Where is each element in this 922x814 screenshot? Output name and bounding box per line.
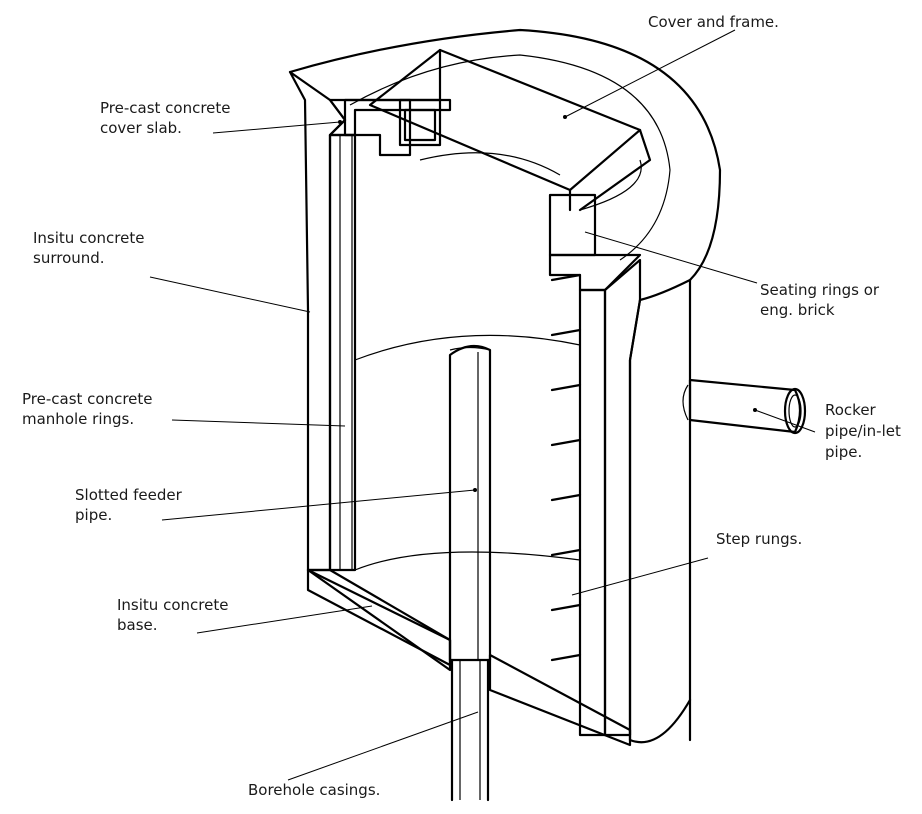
surround-left-wall (288, 70, 347, 572)
borehole-casings (450, 658, 490, 802)
label-surround-2: surround. (33, 249, 105, 267)
label-rings-2: manhole rings. (22, 410, 134, 428)
rocker-pipe (682, 378, 807, 435)
surround-right-wall (603, 258, 642, 737)
leader-dots (338, 115, 757, 492)
cover-slab (328, 98, 452, 137)
label-base-1: Insitu concrete (117, 596, 228, 614)
label-rings-1: Pre-cast concrete (22, 390, 153, 408)
label-casings: Borehole casings. (248, 781, 380, 799)
leader-lines (149, 29, 816, 781)
label-rungs: Step rungs. (716, 530, 802, 548)
ring-right-wall (578, 288, 607, 737)
label-rocker-1: Rocker (825, 401, 877, 419)
slotted-feeder-pipe (448, 344, 492, 662)
label-feeder-2: pipe. (75, 506, 112, 524)
label-seating-1: Seating rings or (760, 281, 880, 299)
label-feeder-1: Slotted feeder (75, 486, 183, 504)
label-seating-2: eng. brick (760, 301, 835, 319)
label-cover-slab-1: Pre-cast concrete (100, 99, 231, 117)
label-cover-slab-2: cover slab. (100, 119, 182, 137)
base-slab (306, 568, 452, 672)
label-surround-1: Insitu concrete (33, 229, 144, 247)
label-rocker-2: pipe/in-let (825, 422, 901, 440)
label-cover-frame: Cover and frame. (648, 13, 779, 31)
label-rocker-3: pipe. (825, 443, 862, 461)
cover-and-frame (368, 48, 652, 212)
ring-left-wall (328, 133, 357, 572)
step-rungs (550, 273, 582, 662)
label-base-2: base. (117, 616, 158, 634)
